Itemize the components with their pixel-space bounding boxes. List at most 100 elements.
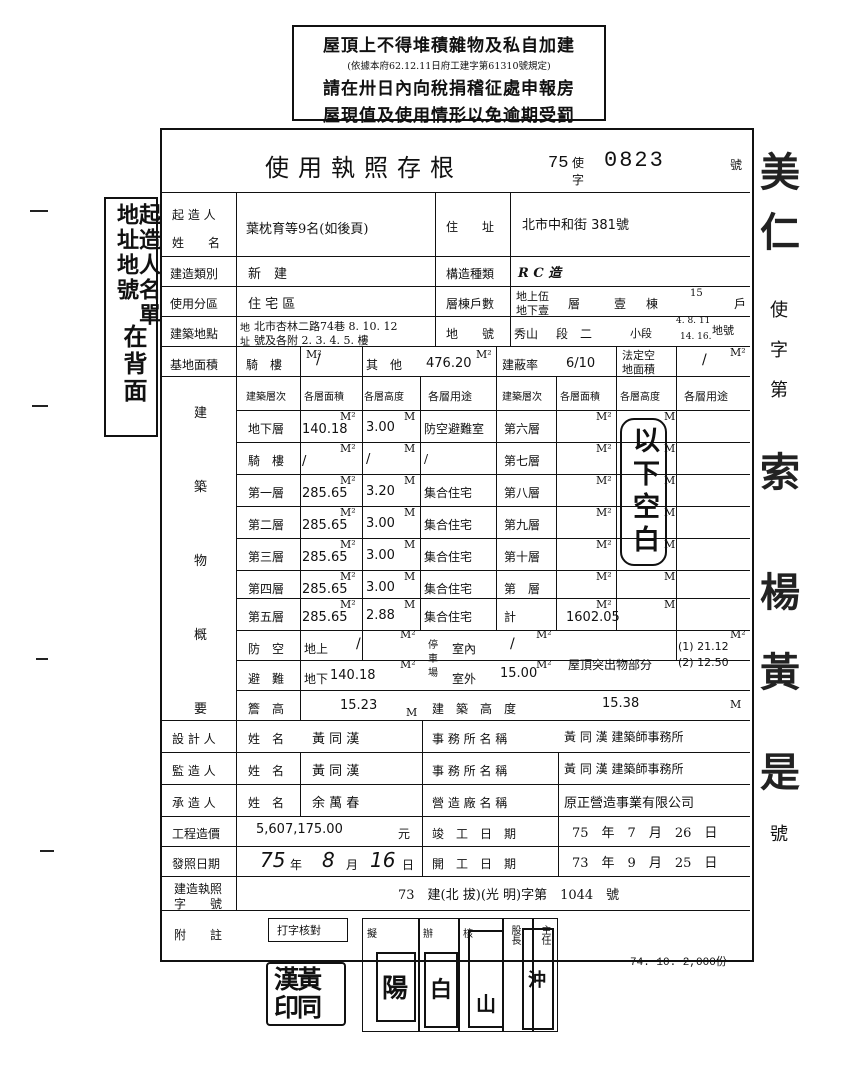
name-label: 姓 名	[248, 732, 285, 746]
floor-height: 3.00	[366, 548, 395, 563]
name-label: 姓 名	[248, 764, 285, 778]
owner-value: 葉枕育等9名(如後頁)	[246, 222, 369, 237]
side-label: 起造人名單 地址地號 在背面	[104, 197, 161, 437]
floor-name: 計	[504, 610, 517, 624]
notice-line: 屋現值及使用情形以免逾期受罰	[323, 106, 575, 126]
site-address-line: 號及各附 2. 3. 4. 5. 樓	[254, 334, 369, 347]
unit-m2: M²	[400, 628, 416, 641]
structure-label: 構造種類	[446, 267, 495, 281]
floor-height: 3.20	[366, 484, 395, 499]
rule	[160, 846, 750, 847]
approval-label: 股長	[509, 925, 520, 945]
unit-m: M	[404, 538, 416, 551]
loft-label: 騎 樓	[246, 358, 283, 372]
floor-name: 第十層	[504, 550, 541, 564]
lot-district: 秀山	[514, 327, 539, 341]
permit-value: 73 建(北 拔)(光 明)字第 1044 號	[398, 888, 620, 903]
unit-m2: M²	[340, 570, 356, 583]
permit-word: 使字	[572, 156, 585, 187]
unit-m2: M²	[536, 658, 552, 671]
floor-use: 集合住宅	[424, 486, 473, 500]
cost-label: 工程造價	[172, 827, 221, 841]
unit-m: M	[406, 706, 418, 719]
unit-m: M	[664, 506, 676, 519]
unit-m2: M²	[596, 598, 612, 611]
designer-name: 黃 同 漢	[312, 732, 360, 747]
header-use: 各層用途	[684, 390, 728, 403]
roof-label: 屋頂突出物部分	[568, 658, 653, 672]
side-label-col: 起造人名單	[135, 203, 161, 328]
scan-mark	[30, 210, 48, 212]
margin-char: 美	[760, 149, 800, 196]
parking-label: 車	[428, 654, 438, 665]
contractor-name: 余 萬 春	[312, 796, 360, 811]
unit-m2: M²	[596, 570, 612, 583]
rule	[422, 752, 423, 876]
seal-stamp: 漢黃印同	[266, 962, 346, 1026]
margin-char: 索	[760, 449, 800, 496]
typed-check-box: 打字核對	[268, 918, 348, 942]
zone-label: 使用分區	[170, 297, 219, 311]
side-label-col: 地址地號	[113, 203, 139, 303]
seal-stamp: 山	[468, 930, 504, 1028]
unit-m: M	[404, 474, 416, 487]
floor-name: 第四層	[248, 582, 285, 596]
rule	[422, 720, 423, 752]
rule	[160, 316, 750, 317]
margin-small-char: 字	[770, 340, 788, 361]
rule	[510, 192, 511, 346]
floor-name: 第一層	[248, 486, 285, 500]
structure-value: R C 造	[518, 266, 562, 281]
contractor-label: 承 造 人	[172, 796, 216, 810]
issue-year-unit: 年	[290, 858, 303, 872]
rule	[558, 752, 559, 876]
floors-dong-count: 壹	[614, 297, 627, 311]
floor-area: 285.65	[302, 610, 348, 625]
floors-label: 層棟戶數	[446, 297, 495, 311]
rule	[160, 720, 750, 721]
unit-m2: M²	[536, 628, 552, 641]
floor-name: 騎 樓	[248, 454, 285, 468]
seal-text: 山	[476, 992, 496, 1016]
cost-value: 5,607,175.00	[256, 822, 343, 837]
rule	[160, 752, 750, 753]
notice-line: 屋頂上不得堆積雜物及私自加建	[323, 36, 575, 56]
rule	[160, 376, 750, 377]
coverage-label: 建蔽率	[502, 358, 539, 372]
unit-m2: M²	[340, 474, 356, 487]
unit-m2: M²	[476, 348, 492, 361]
floor-height: 3.00	[366, 420, 395, 435]
rule	[236, 506, 750, 507]
section-char: 建	[194, 406, 208, 421]
header-height: 各層高度	[364, 392, 404, 403]
loft-value: /	[316, 352, 321, 368]
seal-text: 陽	[382, 974, 409, 1004]
rule	[236, 598, 750, 599]
floor-name: 第九層	[504, 518, 541, 532]
side-label-col: 在背面	[119, 324, 148, 405]
supervisor-firm: 黃 同 漢 建築師事務所	[564, 762, 684, 776]
unit-m2: M²	[340, 538, 356, 551]
rule	[616, 346, 617, 630]
issue-year: 75	[260, 848, 286, 872]
floor-name: 地下層	[248, 422, 285, 436]
approval-box: 擬	[362, 918, 420, 1032]
floor-area: 285.65	[302, 550, 348, 565]
site-address-label: 地	[240, 323, 250, 334]
parking-indoor-label: 室內	[452, 642, 477, 656]
unit-m2: M²	[596, 538, 612, 551]
scan-mark	[40, 850, 54, 852]
typed-check-label: 打字核對	[277, 924, 321, 937]
floor-name: 第三層	[248, 550, 285, 564]
rule	[236, 538, 750, 539]
shelter-label: 防 空	[248, 642, 285, 656]
site-address-label: 址	[240, 337, 250, 348]
designer-firm: 黃 同 漢 建築師事務所	[564, 730, 684, 744]
contractor-firm: 原正營造事業有限公司	[564, 796, 695, 811]
void-mark: 以下空白	[620, 418, 667, 566]
issue-label: 發照日期	[172, 857, 221, 871]
header-use: 各層用途	[428, 390, 472, 403]
designer-label: 設 計 人	[172, 732, 216, 746]
shelter-label: 避 難	[248, 672, 285, 686]
header-floor: 建築層次	[246, 392, 286, 403]
